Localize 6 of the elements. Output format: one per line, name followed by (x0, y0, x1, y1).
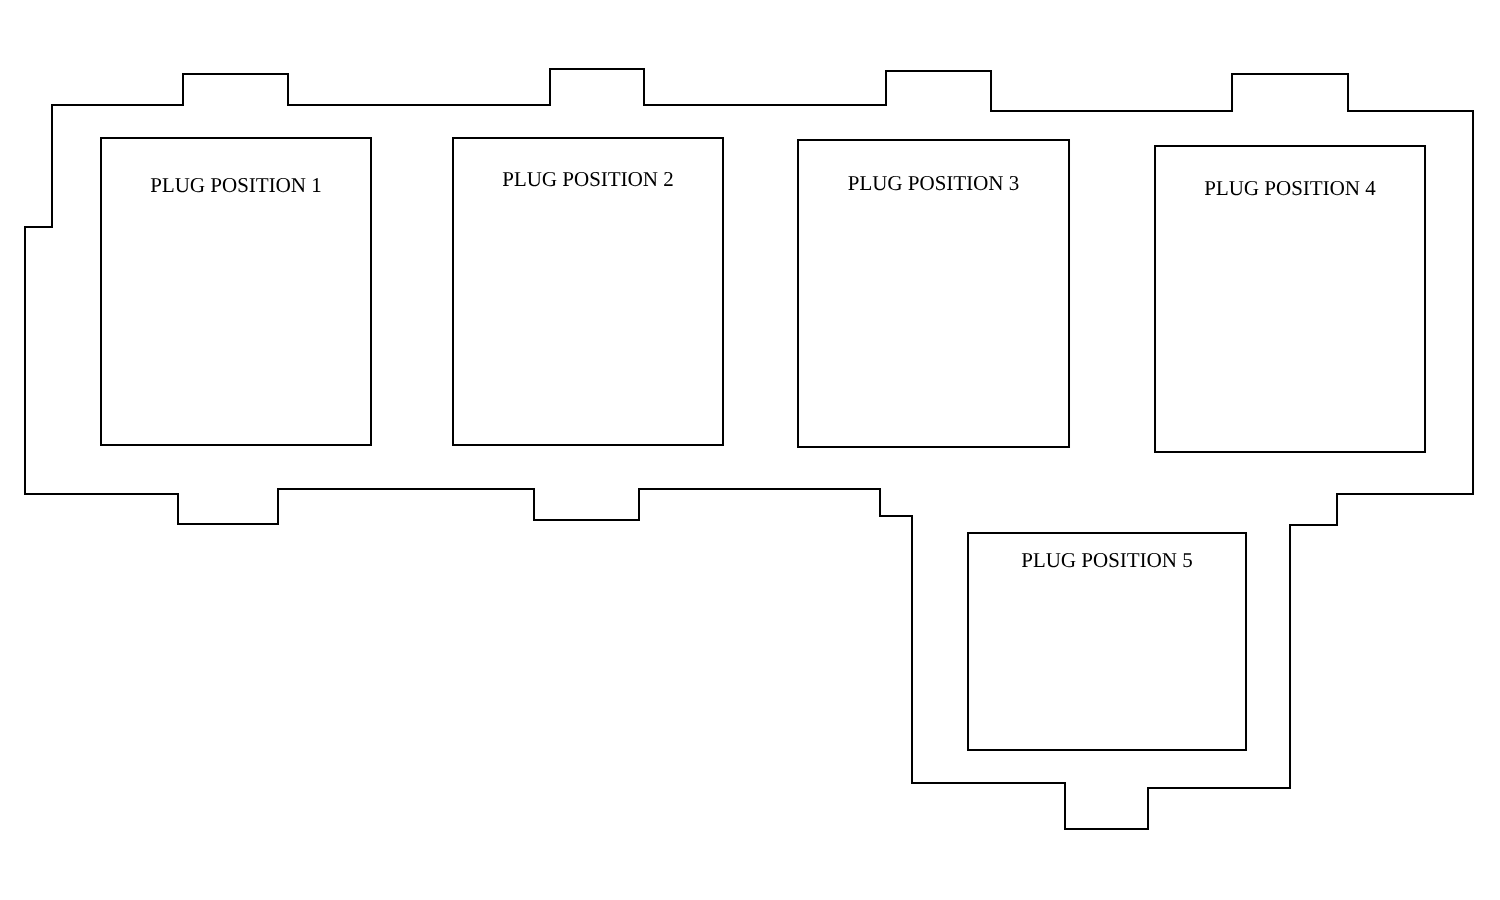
plug-position-box: PLUG POSITION 5 (967, 532, 1247, 751)
plug-position-box: PLUG POSITION 1 (100, 137, 372, 446)
plug-position-box: PLUG POSITION 4 (1154, 145, 1426, 453)
plug-position-box: PLUG POSITION 3 (797, 139, 1070, 448)
housing-outline (24, 68, 1474, 830)
plug-position-box: PLUG POSITION 2 (452, 137, 724, 446)
